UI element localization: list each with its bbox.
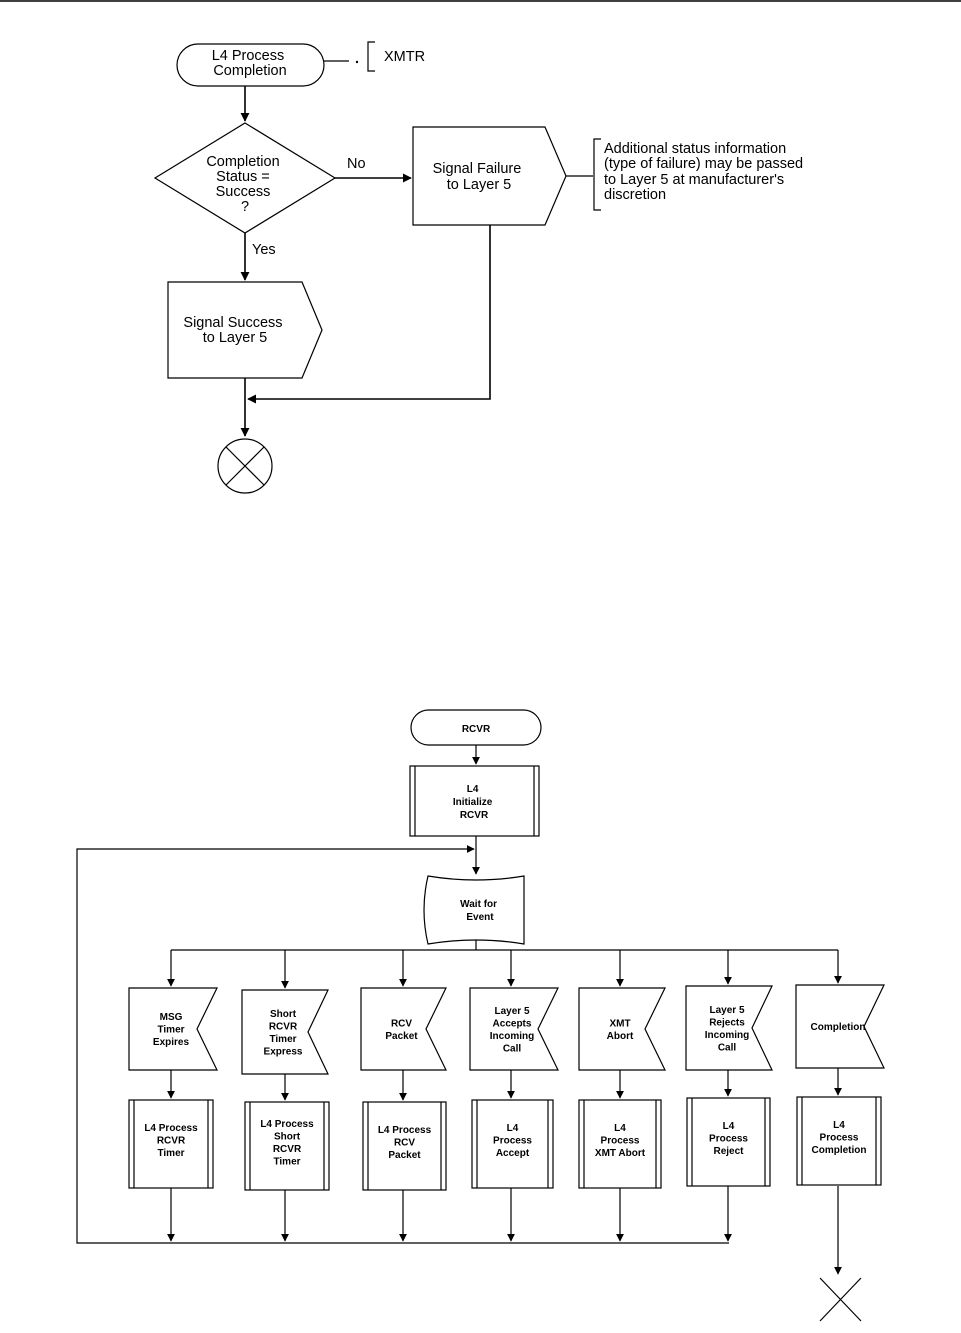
process-box-1 xyxy=(128,1099,214,1189)
xmtr-label: XMTR xyxy=(384,49,425,65)
event-shape-3 xyxy=(360,987,447,1071)
start-terminator xyxy=(176,43,325,87)
wait-label: Wait for Event xyxy=(460,899,500,923)
event-shape-6 xyxy=(685,985,773,1071)
process-box-5 xyxy=(578,1099,662,1189)
init-process xyxy=(409,765,540,837)
end-connector xyxy=(217,438,273,494)
start-label: L4 Process Completion xyxy=(212,48,289,79)
signal-success-shape xyxy=(167,281,323,379)
process-box-4 xyxy=(471,1099,554,1189)
yes-label: Yes xyxy=(252,242,276,258)
event-label-7: Completion xyxy=(811,1022,866,1033)
decision-label: Completion Status = Success ? xyxy=(206,154,283,215)
signal-failure-label: Signal Failure to Layer 5 xyxy=(433,161,526,193)
exit-cross xyxy=(819,1277,862,1322)
xmtr-dot xyxy=(355,60,359,64)
arrow-failure-return xyxy=(247,225,491,404)
event-shape-2 xyxy=(241,989,329,1075)
process-box-2 xyxy=(244,1101,330,1191)
signal-success-label: Signal Success to Layer 5 xyxy=(183,315,286,346)
event-shape-4 xyxy=(469,987,559,1071)
rcvr-label: RCVR xyxy=(462,724,491,735)
xmtr-bracket xyxy=(367,41,375,72)
event-shape-7 xyxy=(795,984,885,1069)
note-bracket xyxy=(593,138,601,211)
process-box-3 xyxy=(362,1101,447,1191)
top-flowchart: L4 Process Completion XMTR Completion St… xyxy=(153,41,807,494)
bottom-flowchart: RCVR L4 Initialize RCVR Wait for Event M… xyxy=(76,709,885,1322)
init-label: L4 Initialize RCVR xyxy=(453,784,495,821)
no-label: No xyxy=(347,156,366,172)
process-box-6 xyxy=(686,1097,771,1187)
signal-failure-shape xyxy=(412,126,567,226)
wait-for-event xyxy=(423,875,525,945)
note-text: Additional status information (type of f… xyxy=(604,141,807,203)
process-box-7 xyxy=(796,1096,882,1186)
event-shape-5 xyxy=(578,987,666,1071)
loop-return-path xyxy=(76,845,729,1244)
event-shape-1 xyxy=(128,987,218,1071)
